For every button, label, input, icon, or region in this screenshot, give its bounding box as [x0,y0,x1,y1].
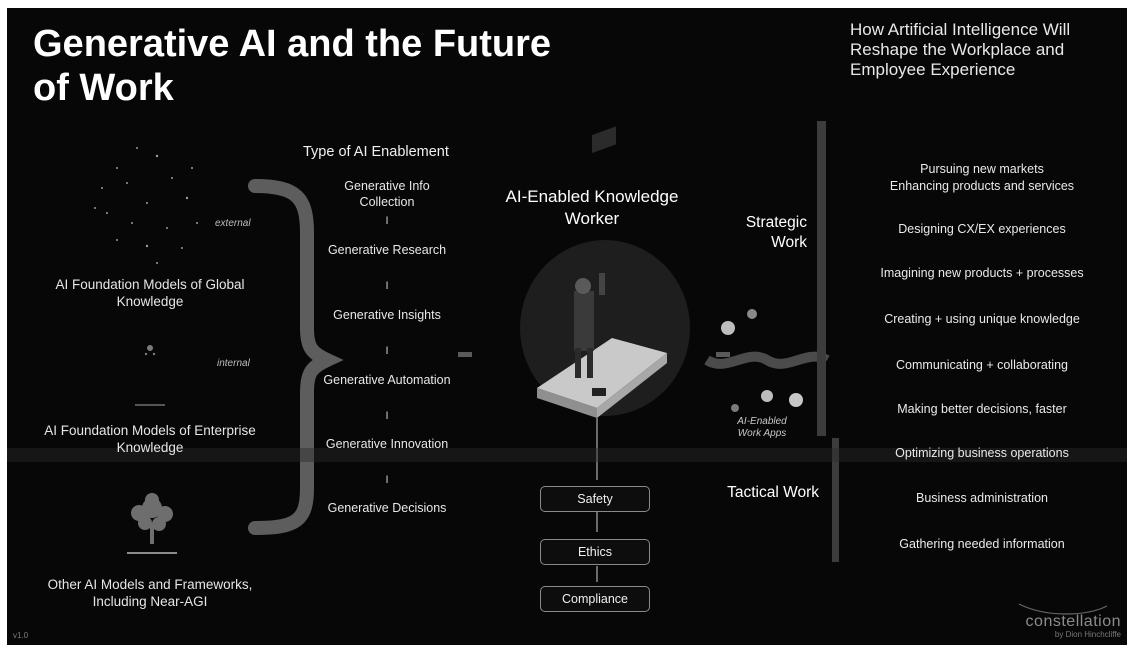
tactical-work-label: Tactical Work [727,484,819,501]
global-knowledge-globe-icon [94,147,198,264]
enablement-item: Generative Info Collection [344,179,430,209]
outcome-item: Imagining new products + processes [880,266,1084,280]
outcome-item: Making better decisions, faster [897,402,1067,416]
enablement-separator: I [385,474,389,486]
page-subtitle: How Artificial Intelligence Will Reshape… [850,20,1071,79]
source-other: Other AI Models and Frameworks, Includin… [47,577,253,609]
constellation-logo: constellation [1025,613,1121,630]
decorative-graphics [7,121,1127,615]
infographic: Generative AI and the Future of Work How… [7,8,1127,645]
logo-swoosh-icon [1018,603,1108,615]
outcome-item: Gathering needed information [899,537,1065,551]
internal-label: internal [217,358,250,369]
work-apps-label: AI-Enabled Work Apps [737,416,787,439]
enablement-heading: Type of AI Enablement [303,144,449,160]
outcome-item: Business administration [915,491,1048,505]
governance-safety: Safety [540,486,650,512]
governance-connector [596,566,598,582]
enterprise-knowledge-icon [135,345,165,406]
governance-ethics: Ethics [540,539,650,565]
version-label: v1.0 [13,631,29,640]
outcome-item: Optimizing business operations [895,446,1069,460]
outcome-item: Enhancing products and services [889,179,1075,193]
enablement-separator: I [385,410,389,422]
enablement-separator: I [385,215,389,227]
neural-tree-icon [127,493,177,554]
governance-compliance: Compliance [540,586,650,612]
governance-connector [596,510,598,532]
strategic-divider [817,121,826,436]
worker-title: AI-Enabled Knowledge Worker [505,187,679,228]
source-global: AI Foundation Models of Global Knowledge [55,277,245,309]
outcome-item: Communicating + collaborating [896,358,1068,372]
enablement-item: Generative Research [327,243,447,257]
enablement-item: Generative Decisions [327,501,447,515]
worker-connector [596,418,598,480]
haze-band [7,448,1127,462]
connector-dash [458,352,472,357]
strategic-work-label: Strategic Work [745,214,807,251]
connector-dash [716,352,730,357]
outcome-item: Designing CX/EX experiences [898,222,1066,236]
work-apps-icon [704,309,830,412]
page-title: Generative AI and the Future of Work [33,23,552,109]
source-enterprise: AI Foundation Models of Enterprise Knowl… [44,423,256,455]
enablement-separator: I [385,280,389,292]
outcome-item: Creating + using unique knowledge [884,312,1080,326]
outcome-item: Pursuing new markets [920,162,1044,176]
logo-byline: by Dion Hinchcliffe [1054,630,1121,639]
tactical-divider [832,438,839,562]
brace-icon [248,179,344,535]
enablement-item: Generative Automation [323,373,451,387]
knowledge-worker-illustration [520,126,690,418]
external-label: external [215,218,251,229]
enablement-item: Generative Innovation [325,437,449,451]
enablement-item: Generative Insights [333,308,441,322]
enablement-separator: I [385,345,389,357]
